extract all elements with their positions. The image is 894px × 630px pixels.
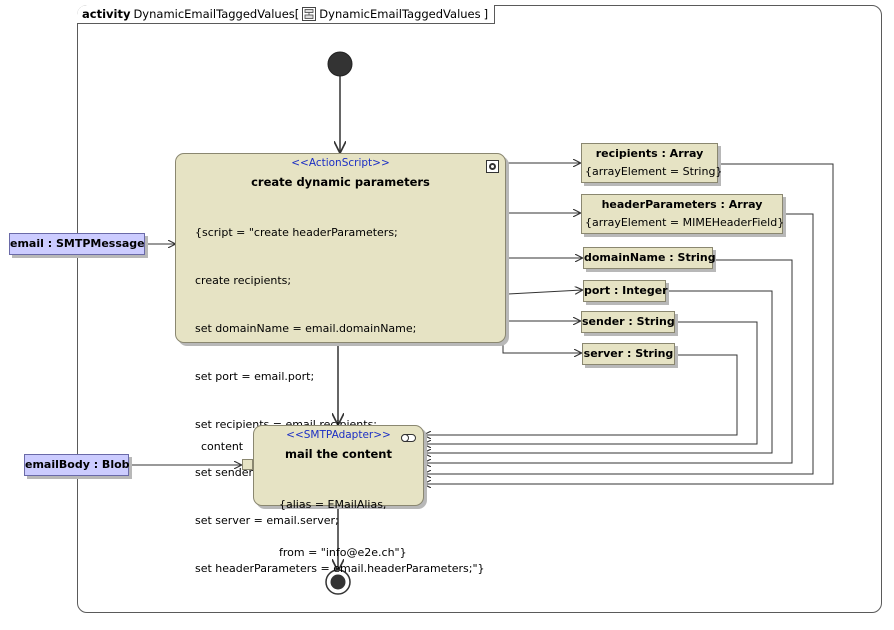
frame-name: DynamicEmailTaggedValues[ <box>133 7 300 21</box>
pin-port[interactable]: port : Integer <box>583 280 668 302</box>
pin-domain-name[interactable]: domainName : String <box>583 247 716 269</box>
content-input-pin[interactable] <box>242 459 253 470</box>
smtp-adapter-body: {alias = EMailAlias, from = "info@e2e.ch… <box>279 465 407 593</box>
flow-to-server <box>502 330 581 353</box>
flow-headerparameters-to-adapter <box>424 213 814 474</box>
frame-close: ] <box>483 7 489 21</box>
script-line: set port = email.port; <box>195 370 315 383</box>
action-create-dynamic-parameters[interactable]: <<ActionScript>> create dynamic paramete… <box>175 153 506 575</box>
script-line: set domainName = email.domainName; <box>195 322 417 335</box>
pin-domain-name-title: domainName : String <box>584 251 716 264</box>
action-script-stereotype: <<ActionScript>> <box>291 157 390 169</box>
flow-port-to-adapter <box>424 290 773 453</box>
script-line: create recipients; <box>195 274 292 287</box>
pin-port-title: port : Integer <box>584 284 668 297</box>
pin-recipients[interactable]: recipients : Array {arrayElement = Strin… <box>581 143 722 183</box>
flow-domainname-to-adapter <box>424 259 793 463</box>
pin-header-parameters-title: headerParameters : Array <box>601 198 763 211</box>
pin-header-parameters-constraint: {arrayElement = MIMEHeaderField} <box>585 216 785 229</box>
frame-keyword: activity <box>82 7 131 21</box>
pin-sender[interactable]: sender : String <box>581 311 675 333</box>
script-line: set server = email.server; <box>195 514 339 527</box>
pin-header-parameters[interactable]: headerParameters : Array {arrayElement =… <box>581 194 785 234</box>
smtp-adapter-stereotype: <<SMTPAdapter>> <box>286 429 391 441</box>
pin-server[interactable]: server : String <box>582 343 675 365</box>
adapter-line: {alias = EMailAlias, <box>279 498 387 511</box>
pin-server-title: server : String <box>583 347 674 360</box>
flow-sender-to-adapter <box>424 321 758 444</box>
frame-reference: DynamicEmailTaggedValues <box>319 7 481 21</box>
smtp-adapter-name: mail the content <box>284 447 392 461</box>
toggle-icon <box>401 434 416 442</box>
diagram-icon <box>302 7 317 21</box>
script-gear-icon <box>486 160 499 173</box>
flow-to-port <box>506 290 582 295</box>
script-line: {script = "create headerParameters; <box>195 226 398 239</box>
pin-sender-title: sender : String <box>582 315 675 328</box>
param-email[interactable]: email : SMTPMessage <box>9 233 145 255</box>
adapter-line: from = "info@e2e.ch"} <box>279 546 407 559</box>
pin-recipients-title: recipients : Array <box>595 147 704 160</box>
pin-recipients-constraint: {arrayElement = String} <box>585 165 723 178</box>
activity-frame-header: activity DynamicEmailTaggedValues[ Dynam… <box>77 5 496 24</box>
param-email-body[interactable]: emailBody : Blob <box>24 454 130 476</box>
flow-server-to-adapter <box>424 354 738 435</box>
action-script-name: create dynamic parameters <box>251 175 430 189</box>
content-pin-label: content <box>201 440 244 453</box>
action-mail-the-content[interactable]: <<SMTPAdapter>> mail the content {alias … <box>253 425 424 559</box>
script-line: set headerParameters = email.headerParam… <box>195 562 485 575</box>
flow-recipients-to-adapter <box>424 163 834 484</box>
initial-node <box>327 51 353 77</box>
